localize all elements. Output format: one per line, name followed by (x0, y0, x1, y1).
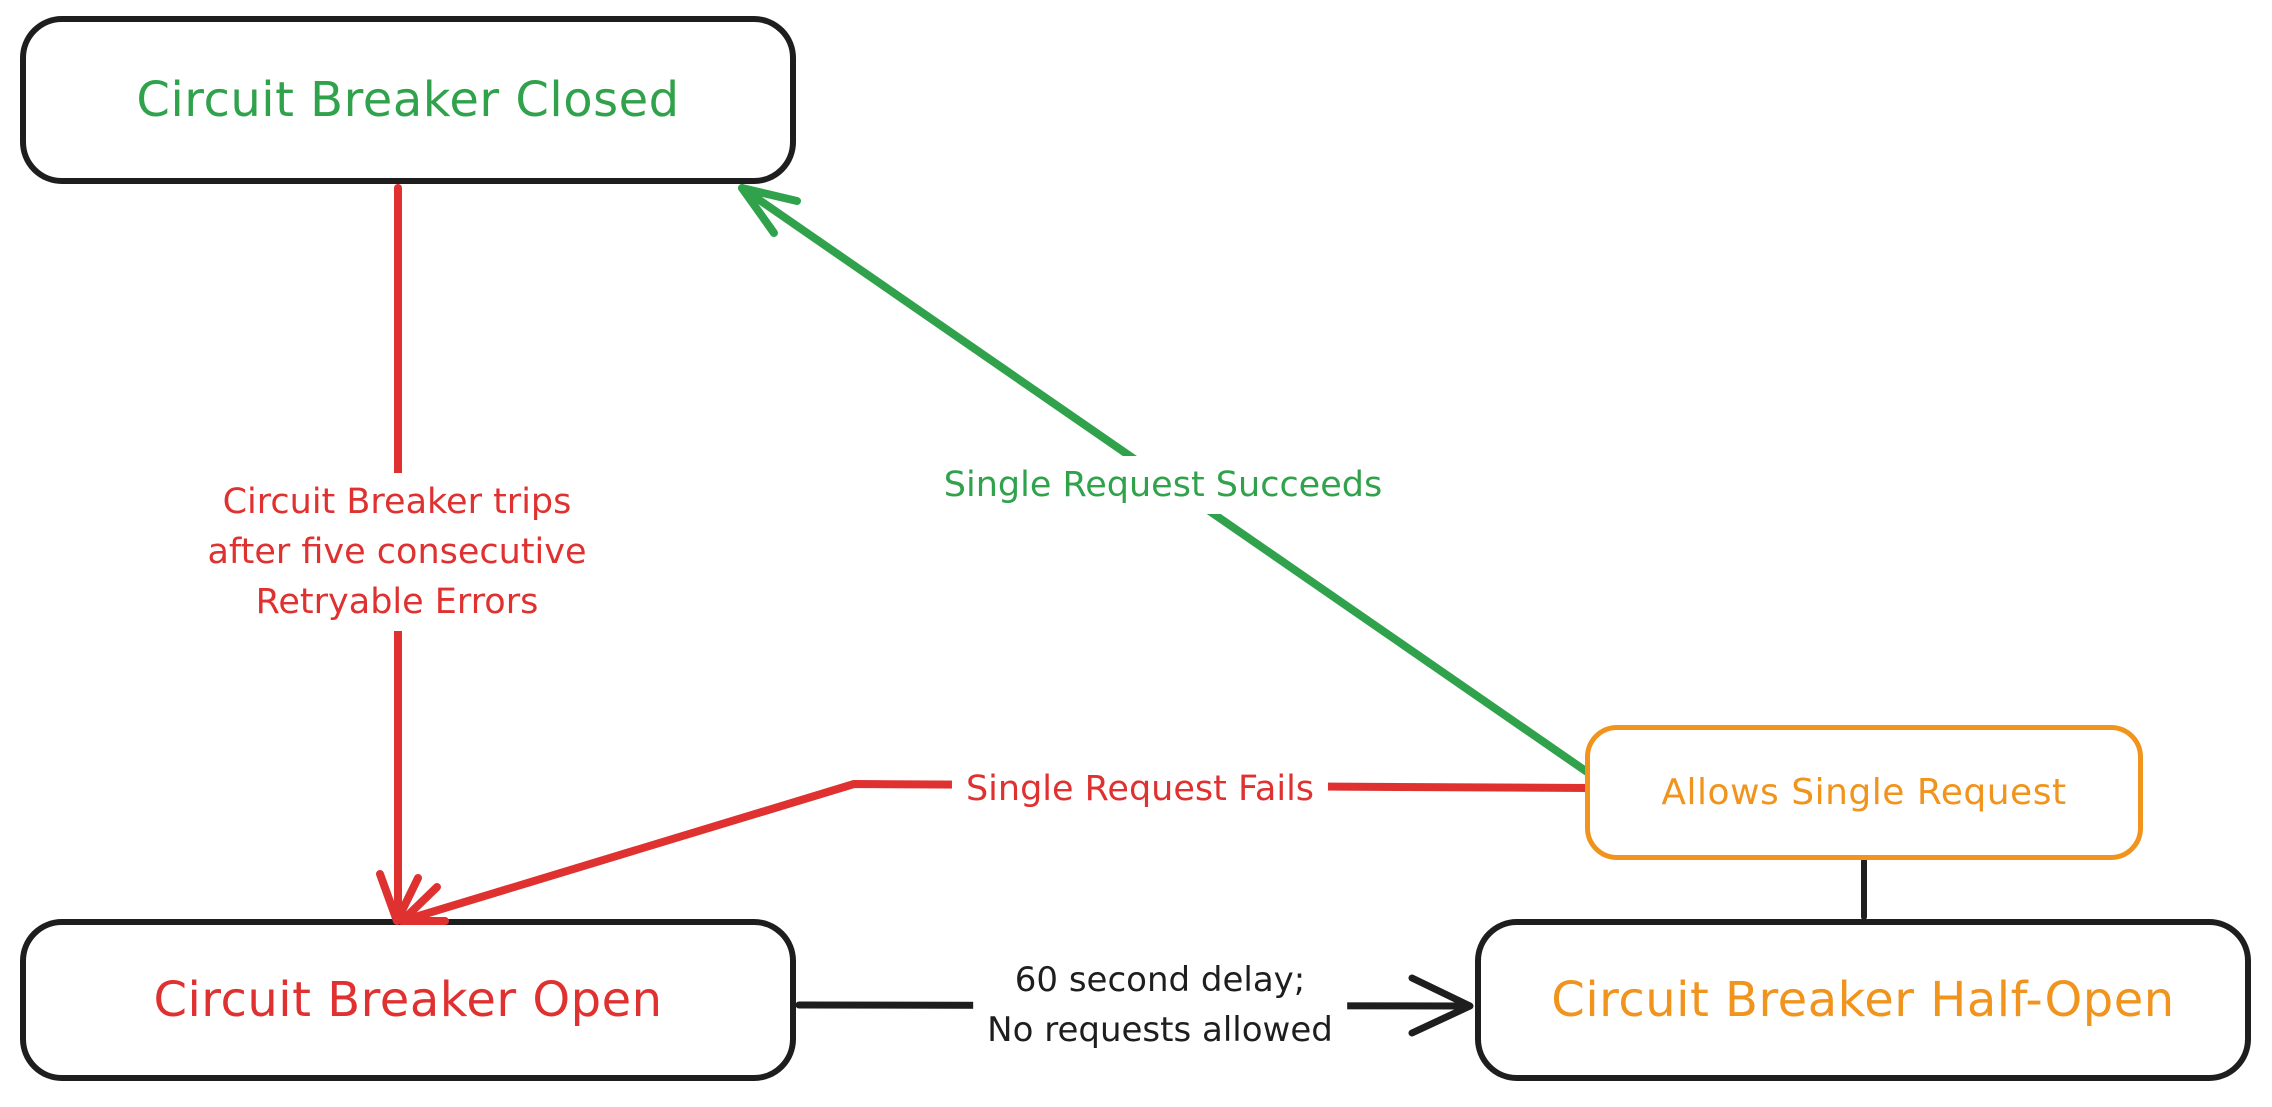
trip-edge-label-line1: Circuit Breaker trips (222, 482, 572, 522)
trip-edge-label-line2: after five consecutive (207, 532, 587, 572)
state-label-half-open: Circuit Breaker Half-Open (1551, 972, 2175, 1028)
delay-edge-label-line1: 60 second delay; (1014, 960, 1306, 1000)
delay-edge-label: 60 second delay; No requests allowed (973, 951, 1347, 1059)
trip-edge-label-line3: Retryable Errors (255, 582, 539, 622)
delay-arrowhead (1408, 974, 1474, 1037)
succeeds-arrowhead (738, 184, 801, 237)
state-box-open: Circuit Breaker Open (20, 919, 796, 1081)
fails-edge-label: Single Request Fails (951, 760, 1329, 818)
state-box-half-open: Circuit Breaker Half-Open (1475, 919, 2251, 1081)
state-label-open: Circuit Breaker Open (153, 972, 663, 1028)
fails-arrowhead (398, 883, 449, 925)
state-label-allows-single-request: Allows Single Request (1661, 772, 2067, 813)
succeeds-edge-label: Single Request Succeeds (929, 456, 1397, 514)
state-box-closed: Circuit Breaker Closed (20, 16, 796, 184)
trip-arrowhead (376, 870, 422, 925)
delay-edge-label-line2: No requests allowed (987, 1010, 1333, 1050)
fails-arrow-line (398, 780, 1594, 925)
state-label-closed: Circuit Breaker Closed (136, 72, 680, 128)
state-box-allows-single-request: Allows Single Request (1585, 725, 2143, 860)
trip-edge-label: Circuit Breaker trips after five consecu… (193, 473, 601, 631)
